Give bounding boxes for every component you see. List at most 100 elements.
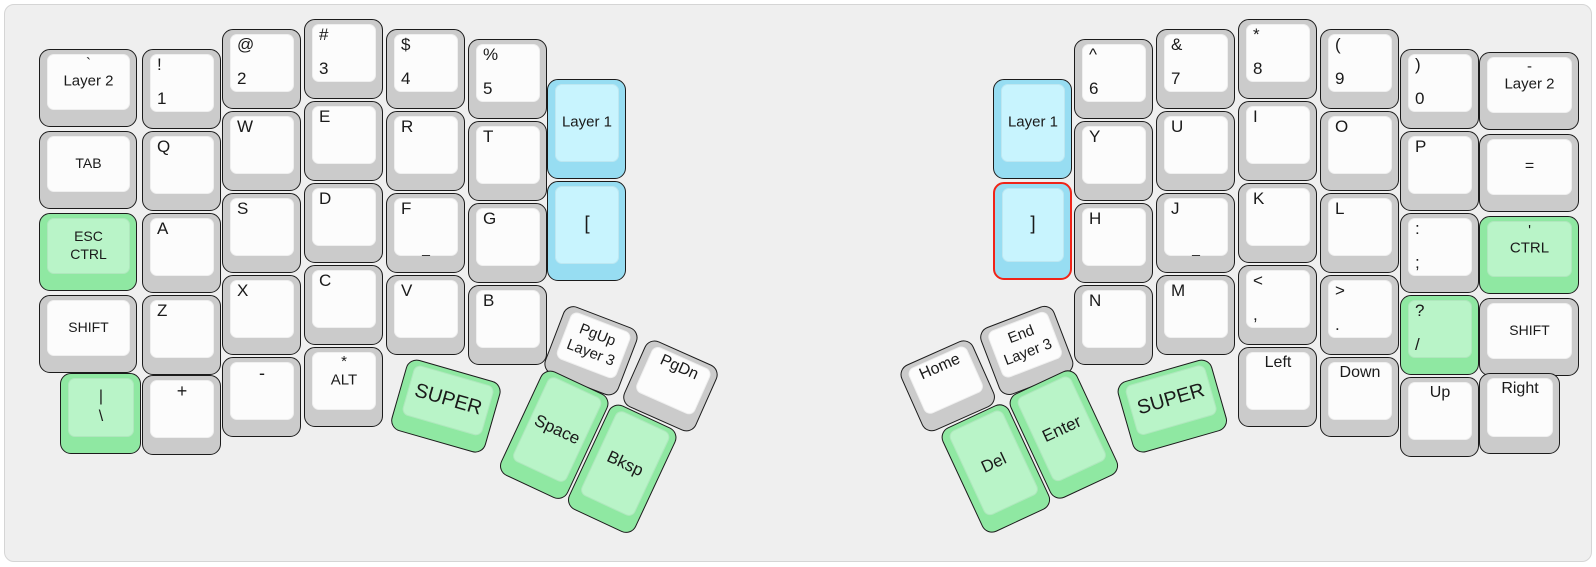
key-label: Z — [157, 301, 168, 320]
key-label-line: \ — [98, 407, 104, 425]
key-gt-period[interactable]: >. — [1320, 275, 1399, 355]
key-arrow-right[interactable]: Right — [1479, 373, 1560, 454]
key-t[interactable]: T — [468, 121, 547, 201]
keycap-top: W — [230, 116, 294, 174]
key-label: PgDn — [657, 351, 701, 384]
key-pipe-backslash[interactable]: |\ — [60, 373, 141, 454]
key-p[interactable]: P — [1400, 131, 1479, 211]
key-a[interactable]: A — [142, 213, 221, 293]
key-g[interactable]: G — [468, 203, 547, 283]
key-arrow-left[interactable]: Left — [1238, 347, 1317, 427]
key-caret-6[interactable]: ^6 — [1074, 39, 1153, 119]
key-q[interactable]: Q — [142, 131, 221, 211]
keycap-top: *8 — [1246, 24, 1310, 82]
keycap-top: ^6 — [1082, 44, 1146, 102]
key-z[interactable]: Z — [142, 295, 221, 375]
key-label: SUPER — [1128, 376, 1215, 423]
key-u[interactable]: U — [1156, 111, 1235, 191]
key-s[interactable]: S — [222, 193, 301, 273]
key-v[interactable]: V — [386, 275, 465, 355]
key-star-8[interactable]: *8 — [1238, 19, 1317, 99]
key-k[interactable]: K — [1238, 183, 1317, 263]
key-i[interactable]: I — [1238, 101, 1317, 181]
key-f[interactable]: F_ — [386, 193, 465, 273]
key-label-line: ESC — [74, 227, 103, 244]
keycap-top: E — [312, 106, 376, 164]
key-y[interactable]: Y — [1074, 121, 1153, 201]
keycap-top: G — [476, 208, 540, 266]
key-super-right[interactable]: SUPER — [1115, 356, 1230, 456]
key-minus[interactable]: - — [222, 357, 301, 437]
key-shift-right[interactable]: SHIFT — [1479, 298, 1579, 376]
keycap-top: Layer 1 — [1001, 84, 1065, 162]
key-paren-9[interactable]: (9 — [1320, 29, 1399, 109]
key-m[interactable]: M — [1156, 275, 1235, 355]
key-paren-0[interactable]: )0 — [1400, 49, 1479, 129]
keycap-top: + — [150, 380, 214, 438]
keycap-top: T — [476, 126, 540, 184]
key-question-slash[interactable]: ?/ — [1400, 295, 1479, 375]
key-o[interactable]: O — [1320, 111, 1399, 191]
key-l[interactable]: L — [1320, 193, 1399, 273]
key-left-bracket[interactable]: [ — [547, 181, 626, 281]
key-label: 8 — [1253, 59, 1263, 79]
key-label: B — [483, 291, 495, 310]
key-plus[interactable]: + — [142, 375, 221, 455]
key-amp-7[interactable]: &7 — [1156, 29, 1235, 109]
key-e[interactable]: E — [304, 101, 383, 181]
keycap-top: N — [1082, 290, 1146, 348]
key-label-line: TAB — [75, 154, 102, 171]
key-label: Up — [1429, 384, 1451, 401]
keycap-top: L — [1328, 198, 1392, 256]
key-percent-5[interactable]: %5 — [468, 39, 547, 119]
key-j[interactable]: J_ — [1156, 193, 1235, 273]
key-arrow-down[interactable]: Down — [1320, 357, 1399, 437]
key-h[interactable]: H — [1074, 203, 1153, 283]
keycap-top: - — [230, 362, 294, 420]
key-label: & — [1171, 35, 1183, 54]
key-layer1-right[interactable]: Layer 1 — [993, 79, 1072, 179]
key-right-bracket[interactable]: ] — [993, 182, 1072, 280]
key-colon-semicolon[interactable]: :; — [1400, 213, 1479, 293]
key-x[interactable]: X — [222, 275, 301, 355]
key-label: Enter — [1030, 406, 1092, 450]
key-n[interactable]: N — [1074, 285, 1153, 365]
key-dollar-4[interactable]: $4 — [386, 29, 465, 109]
key-label: $ — [401, 35, 411, 54]
key-hash-3[interactable]: #3 — [304, 19, 383, 99]
key-shift-left[interactable]: SHIFT — [39, 295, 137, 373]
key-quote-ctrl[interactable]: 'CTRL — [1479, 216, 1579, 294]
key-label: CTRL — [1487, 239, 1572, 258]
key-grave-layer2[interactable]: `Layer 2 — [39, 49, 137, 127]
key-layer1-left[interactable]: Layer 1 — [547, 79, 626, 179]
key-label: % — [483, 45, 499, 64]
key-label: ^ — [1089, 45, 1097, 64]
keycap-top: = — [1487, 139, 1572, 195]
key-tab[interactable]: TAB — [39, 131, 137, 209]
key-label: Down — [1339, 364, 1381, 381]
key-equals[interactable]: = — [1479, 134, 1579, 212]
key-w[interactable]: W — [222, 111, 301, 191]
keycap-top: `Layer 2 — [47, 54, 130, 110]
key-super-left[interactable]: SUPER — [388, 357, 504, 456]
key-label: TAB — [47, 155, 130, 173]
key-c[interactable]: C — [304, 265, 383, 345]
key-label: Right — [1501, 380, 1539, 397]
key-lt-comma[interactable]: <, — [1238, 265, 1317, 345]
key-star-alt[interactable]: *ALT — [304, 347, 383, 427]
key-r[interactable]: R — [386, 111, 465, 191]
key-arrow-up[interactable]: Up — [1400, 377, 1479, 457]
key-label-line: Del — [977, 448, 1010, 477]
key-at-2[interactable]: @2 — [222, 29, 301, 109]
key-minus-layer2[interactable]: -Layer 2 — [1479, 52, 1579, 130]
keycap-top: SUPER — [1124, 363, 1219, 437]
key-d[interactable]: D — [304, 183, 383, 263]
key-exclam-1[interactable]: !1 — [142, 49, 221, 129]
keycap-top: D — [312, 188, 376, 246]
key-label: 2 — [237, 69, 247, 89]
key-label: Layer 2 — [1487, 75, 1572, 94]
key-b[interactable]: B — [468, 285, 547, 365]
